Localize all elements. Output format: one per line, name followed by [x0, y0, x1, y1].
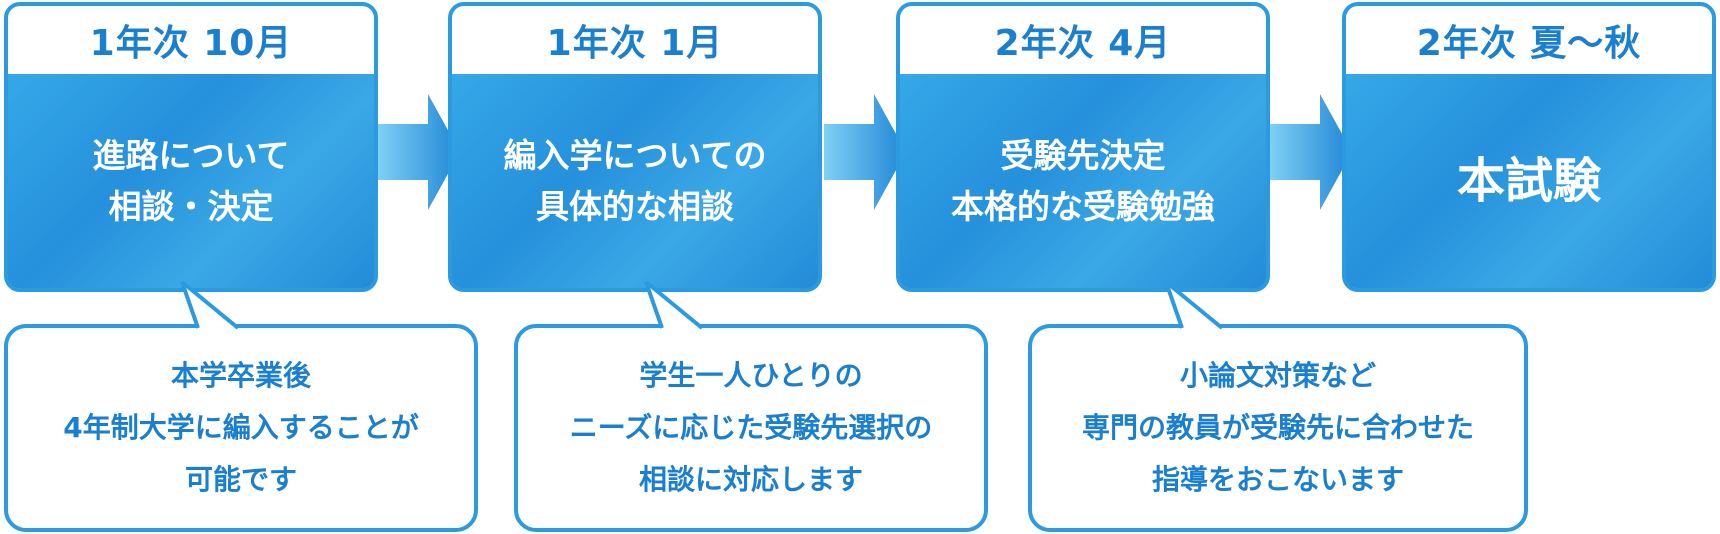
- note-1-pointer: [180, 280, 240, 330]
- stage-3-line-1: 受験先決定: [1000, 135, 1166, 175]
- stage-3-line-2: 本格的な受験勉強: [951, 187, 1215, 226]
- note-3-line-3: 指導をおこないます: [1151, 462, 1404, 496]
- stage-2: 1年次 1月 編入学についての 具体的な相談: [448, 2, 822, 292]
- stage-3-header: 2年次 4月: [900, 6, 1266, 74]
- stage-3: 2年次 4月 受験先決定 本格的な受験勉強: [896, 2, 1270, 292]
- stage-3-body: 受験先決定 本格的な受験勉強: [900, 74, 1266, 288]
- note-3: 小論文対策など 専門の教員が受験先に合わせた 指導をおこないます: [1028, 324, 1528, 532]
- stage-1-line-2: 相談・決定: [108, 187, 274, 226]
- stage-1-header: 1年次 10月: [8, 6, 374, 74]
- stage-2-line-2: 具体的な相談: [536, 187, 734, 226]
- stage-1-line-1: 進路について: [92, 135, 290, 175]
- note-3-line-2: 専門の教員が受験先に合わせた: [1081, 411, 1474, 445]
- stage-4-body: 本試験: [1346, 74, 1712, 288]
- note-2-pointer: [644, 280, 704, 330]
- stage-2-header: 1年次 1月: [452, 6, 818, 74]
- stage-1: 1年次 10月 進路について 相談・決定: [4, 2, 378, 292]
- note-2-line-3: 相談に対応します: [638, 462, 863, 496]
- note-3-line-1: 小論文対策など: [1179, 359, 1376, 393]
- stage-4-header: 2年次 夏〜秋: [1346, 6, 1712, 74]
- stage-2-line-1: 編入学についての: [503, 135, 767, 175]
- note-1-line-1: 本学卒業後: [170, 359, 311, 393]
- note-2: 学生一人ひとりの ニーズに応じた受験先選択の 相談に対応します: [514, 324, 988, 532]
- note-1-line-2: 4年制大学に編入することが: [63, 411, 419, 445]
- note-1-line-3: 可能です: [184, 462, 297, 496]
- stage-4: 2年次 夏〜秋 本試験: [1342, 2, 1716, 292]
- stage-2-body: 編入学についての 具体的な相談: [452, 74, 818, 288]
- note-3-pointer: [1164, 280, 1224, 330]
- arrow-right-icon: [824, 94, 906, 210]
- note-2-line-2: ニーズに応じた受験先選択の: [569, 411, 933, 445]
- arrow-right-icon: [1270, 94, 1352, 210]
- stage-1-body: 進路について 相談・決定: [8, 74, 374, 288]
- note-1: 本学卒業後 4年制大学に編入することが 可能です: [4, 324, 478, 532]
- stage-4-line-1: 本試験: [1456, 152, 1601, 209]
- arrow-right-icon: [378, 94, 460, 210]
- note-2-line-1: 学生一人ひとりの: [639, 359, 863, 393]
